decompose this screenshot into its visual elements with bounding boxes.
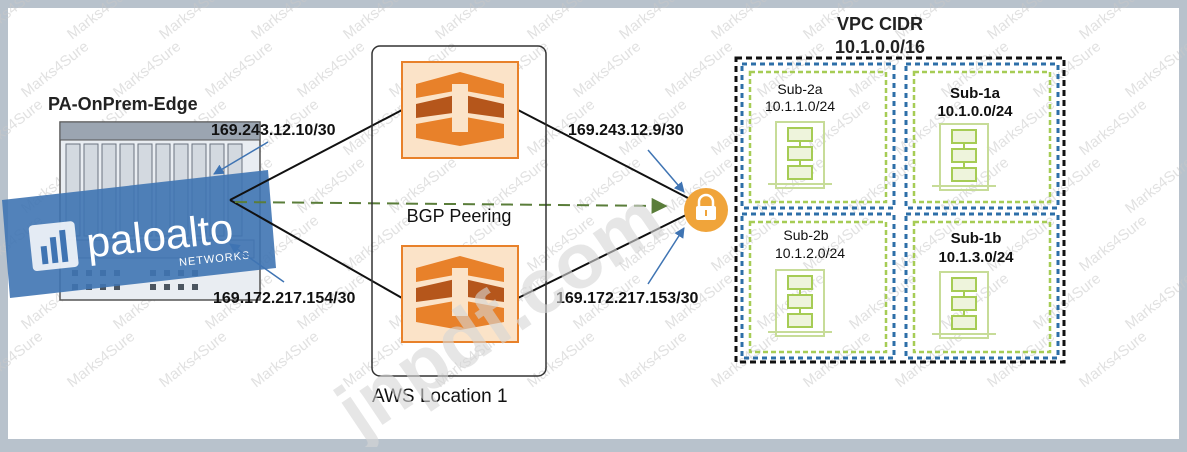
vpc-title: VPC CIDR bbox=[837, 14, 923, 34]
aws-router-top bbox=[401, 61, 519, 159]
lock-icon bbox=[696, 193, 716, 220]
vpc: VPC CIDR 10.1.0.0/16 Sub-2a 10.1.1.0/24 … bbox=[734, 14, 1066, 364]
aws-location-box bbox=[371, 45, 547, 377]
paloalto-logo: paloalto NETWORKS bbox=[2, 170, 276, 298]
subnet-cidr: 10.1.2.0/24 bbox=[775, 245, 845, 261]
az-box-top-left bbox=[740, 62, 896, 210]
vgw-ip-top: 169.243.12.9/30 bbox=[568, 122, 684, 139]
subnet-sub-1a: Sub-1a 10.1.0.0/24 bbox=[912, 70, 1052, 204]
subnet-sub-2b: Sub-2b 10.1.2.0/24 bbox=[748, 220, 888, 354]
az-box-top-right bbox=[904, 62, 1060, 210]
subnet-sub-2a: Sub-2a 10.1.1.0/24 bbox=[748, 70, 888, 204]
az-box-bottom-left bbox=[740, 212, 896, 360]
bgp-peering-label: BGP Peering bbox=[407, 206, 512, 226]
subnet-cidr: 10.1.3.0/24 bbox=[938, 249, 1014, 266]
subnet-cidr: 10.1.0.0/24 bbox=[937, 103, 1013, 120]
aws-location: BGP Peering AWS Location 1 bbox=[371, 45, 547, 407]
aws-location-label: AWS Location 1 bbox=[372, 386, 508, 407]
subnet-cidr: 10.1.1.0/24 bbox=[765, 98, 835, 114]
vpc-cidr: 10.1.0.0/16 bbox=[835, 37, 925, 57]
onprem-title: PA-OnPrem-Edge bbox=[48, 94, 198, 114]
az-box-bottom-right bbox=[904, 212, 1060, 360]
chassis-top-bar bbox=[59, 121, 261, 141]
vpn-gateway bbox=[684, 188, 728, 232]
aws-router-bottom bbox=[401, 245, 519, 343]
subnet-name: Sub-2b bbox=[783, 227, 828, 243]
subnet-sub-1b: Sub-1b 10.1.3.0/24 bbox=[912, 220, 1052, 354]
subnet-name: Sub-1b bbox=[951, 230, 1002, 247]
vgw-ip-bottom: 169.172.217.153/30 bbox=[556, 290, 698, 307]
onprem-ip-bottom: 169.172.217.154/30 bbox=[213, 290, 355, 307]
subnet-name: Sub-1a bbox=[950, 85, 1001, 102]
onprem-ip-top: 169.243.12.10/30 bbox=[211, 122, 336, 139]
bgp-peering-line bbox=[234, 197, 668, 214]
onprem-firewall: PA-OnPrem-Edge bbox=[2, 94, 276, 301]
subnet-name: Sub-2a bbox=[777, 81, 822, 97]
vpc-boundary bbox=[734, 56, 1066, 364]
ip-pointers bbox=[213, 141, 685, 285]
